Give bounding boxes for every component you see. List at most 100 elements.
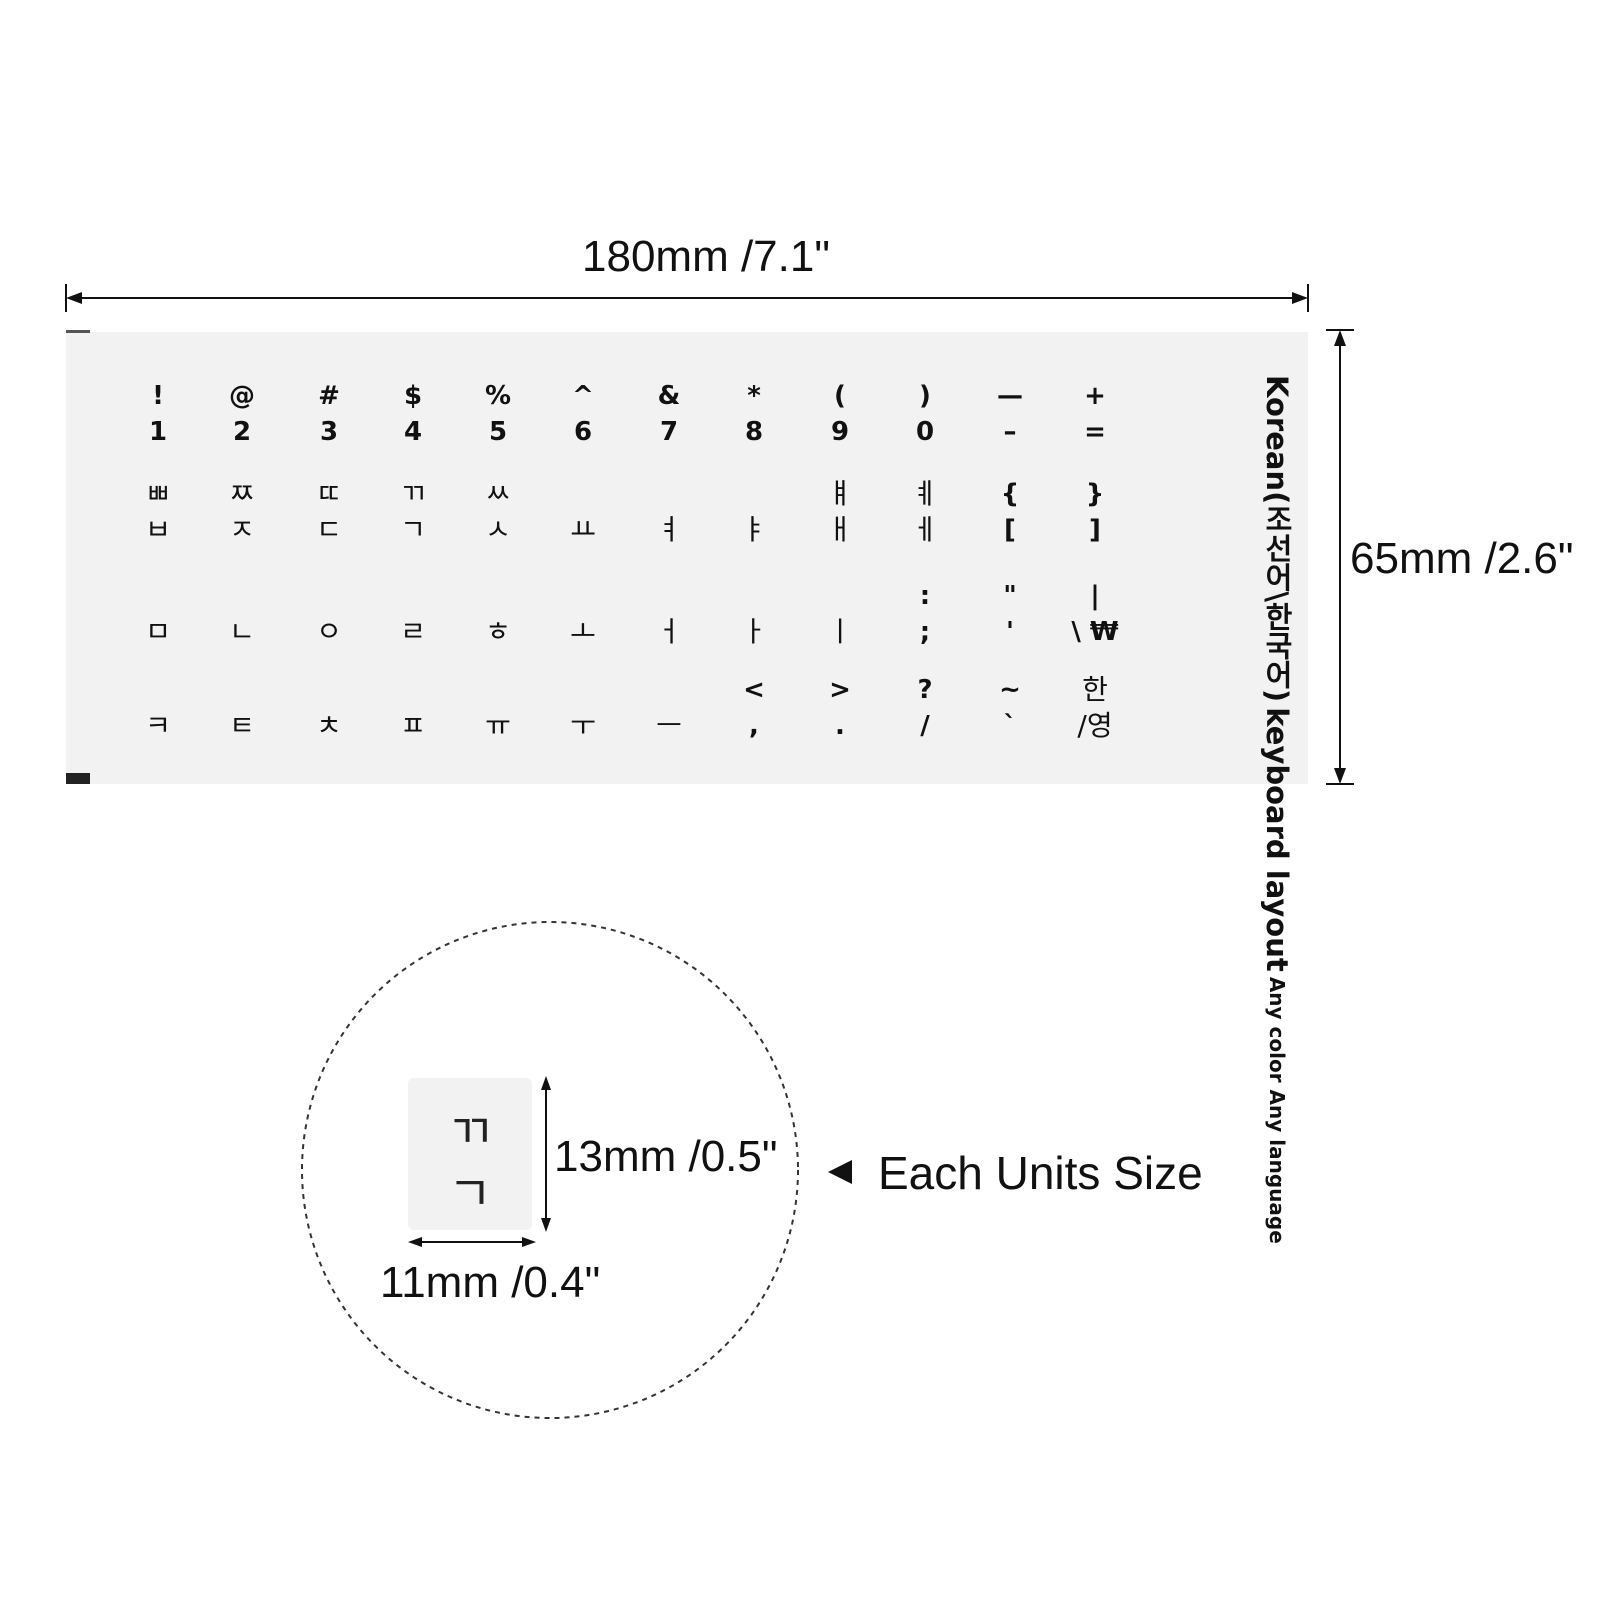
keycap-bottom-char: , <box>749 711 759 741</box>
keycap-bottom-char: ㅛ <box>570 513 596 546</box>
keycap-top-char: < <box>743 675 765 705</box>
unit-height-arrowhead-top <box>541 1076 551 1090</box>
keycap-bottom-char: ㅓ <box>656 615 682 648</box>
sheet-title-block: Korean(조선어\한국어) keyboard layout Any colo… <box>1260 375 1294 1244</box>
width-arrowhead-right <box>1292 292 1308 304</box>
keycap-top-char <box>629 672 709 708</box>
keycap-r3-c9: ㅣ <box>800 578 880 650</box>
keycap-top-char: ㅖ <box>912 477 938 510</box>
keycap-bottom-char: ㄷ <box>316 513 342 546</box>
keycap-bottom-char: 0 <box>915 417 935 447</box>
keycap-r4-c4: ㅍ <box>373 672 453 744</box>
keycap-bottom-char: ㅡ <box>656 709 682 742</box>
height-label: 65mm /2.6" <box>1350 534 1574 583</box>
keycap-bottom-char: ㅐ <box>827 513 853 546</box>
keycap-top-char: ㅃ <box>145 477 171 510</box>
keycap-bottom-char: ㄱ <box>400 513 426 546</box>
keycap-r1-c1: !1 <box>118 378 198 450</box>
keycap-bottom-char: ㅔ <box>912 513 938 546</box>
keycap-top-char: ~ <box>999 675 1021 705</box>
keycap-r4-c9: >. <box>800 672 880 744</box>
keycap-r1-c7: &7 <box>629 378 709 450</box>
keycap-r3-c11: "' <box>970 578 1050 650</box>
keycap-top-char <box>543 578 623 614</box>
keycap-top-char: # <box>318 381 340 411</box>
keycap-r1-c6: ^6 <box>543 378 623 450</box>
keycap-bottom-char: ] <box>1089 515 1101 545</box>
keycap-top-char: ㄸ <box>316 477 342 510</box>
width-arrowhead-left <box>66 292 82 304</box>
keycap-r1-c10: )0 <box>885 378 965 450</box>
keycap-r1-c5: %5 <box>458 378 538 450</box>
keycap-r4-c1: ㅋ <box>118 672 198 744</box>
keycap-r4-c3: ㅊ <box>289 672 369 744</box>
keycap-bottom-char: ㅊ <box>316 709 342 742</box>
keycap-bottom-char: / <box>920 711 930 741</box>
unit-width-arrowhead-right <box>522 1237 536 1247</box>
keycap-bottom-char: 5 <box>488 417 508 447</box>
keycap-top-char <box>373 672 453 708</box>
keycap-bottom-char: ' <box>1006 617 1014 647</box>
keycap-r3-c7: ㅓ <box>629 578 709 650</box>
keycap-bottom-char: ㄹ <box>400 615 426 648</box>
keycap-bottom-char: 1 <box>148 417 168 447</box>
keycap-r2-c12: }] <box>1055 476 1135 548</box>
keycap-bottom-char: ㅍ <box>400 709 426 742</box>
keycap-r1-c9: (9 <box>800 378 880 450</box>
keycap-bottom-char: ㅕ <box>656 513 682 546</box>
keycap-bottom-char: ㅋ <box>145 709 171 742</box>
keycap-bottom-char: 6 <box>573 417 593 447</box>
keycap-bottom-char: ㅗ <box>570 615 596 648</box>
keycap-r4-c8: <, <box>714 672 794 744</box>
keycap-top-char: } <box>1085 479 1105 509</box>
keycap-top-char: ㅒ <box>827 477 853 510</box>
keycap-bottom-char: \ ₩ <box>1071 617 1119 647</box>
keycap-top-char <box>629 578 709 614</box>
keycap-top-char: ^ <box>572 381 594 411</box>
height-arrowhead-top <box>1334 330 1346 346</box>
keycap-top-char: % <box>484 381 512 411</box>
keycap-top-char: @ <box>229 381 255 411</box>
keycap-top-char <box>800 578 880 614</box>
keycap-top-char: $ <box>403 381 423 411</box>
keycap-bottom-char: /영 <box>1077 709 1113 742</box>
keycap-bottom-char: 8 <box>744 417 764 447</box>
keycap-top-char <box>373 578 453 614</box>
keycap-top-char: ? <box>917 675 933 705</box>
unit-width-arrowhead-left <box>408 1237 422 1247</box>
sheet-corner-mark-top <box>66 330 90 333</box>
unit-top-char: ㄲ <box>447 1104 493 1160</box>
keycap-bottom-char: ㅠ <box>485 709 511 742</box>
keycap-bottom-char: ㄴ <box>229 615 255 648</box>
keycap-r4-c7: ㅡ <box>629 672 709 744</box>
keycap-top-char: : <box>919 581 931 611</box>
unit-height-arrowhead-bottom <box>541 1218 551 1232</box>
each-units-size-caption: Each Units Size <box>878 1147 1203 1199</box>
keycap-top-char <box>118 578 198 614</box>
keycap-top-char: > <box>829 675 851 705</box>
sticker-sheet <box>66 332 1308 784</box>
detail-circle <box>301 921 799 1419</box>
keycap-r3-c10: :; <box>885 578 965 650</box>
keycap-r1-c12: += <box>1055 378 1135 450</box>
unit-key-sample: ㄲ ㄱ <box>408 1078 532 1230</box>
keycap-r4-c5: ㅠ <box>458 672 538 744</box>
width-label: 180mm /7.1" <box>582 232 830 281</box>
keycap-top-char <box>202 578 282 614</box>
keycap-bottom-char: = <box>1084 417 1106 447</box>
keycap-bottom-char: 4 <box>403 417 423 447</box>
keycap-top-char <box>458 578 538 614</box>
keycap-bottom-char: ㅇ <box>316 615 342 648</box>
keycap-r3-c8: ㅏ <box>714 578 794 650</box>
keycap-r1-c3: #3 <box>289 378 369 450</box>
keycap-r4-c11: ~` <box>970 672 1050 744</box>
keycap-r3-c3: ㅇ <box>289 578 369 650</box>
keycap-bottom-char: [ <box>1004 515 1016 545</box>
keycap-r1-c11: —– <box>970 378 1050 450</box>
